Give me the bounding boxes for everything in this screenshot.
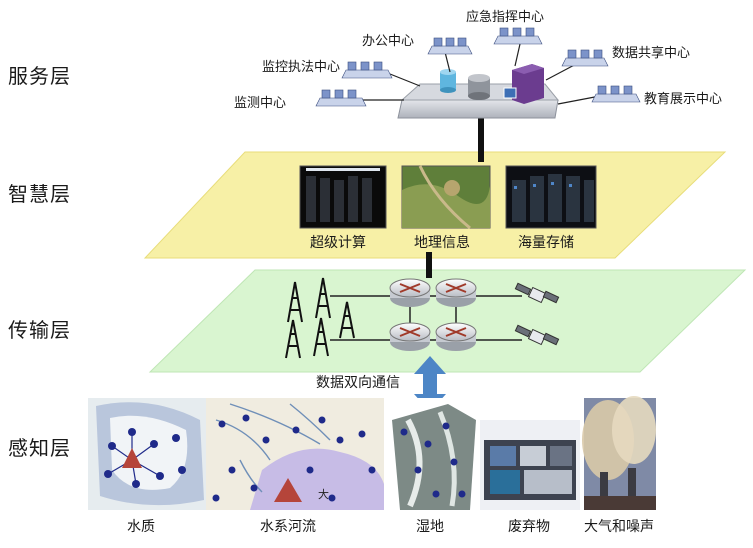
layer-label-sensing: 感知层 xyxy=(8,436,71,460)
map-mark-big: 大 xyxy=(318,487,329,501)
router-bottom-right xyxy=(435,322,477,351)
supercomputing-image xyxy=(299,165,387,229)
label-office-center: 办公中心 xyxy=(362,34,415,49)
computers-emergency xyxy=(493,27,543,45)
caption-supercomputing: 超级计算 xyxy=(310,235,366,251)
waste-photo xyxy=(480,420,580,510)
server-cylinder-gray xyxy=(468,74,490,100)
router-bottom-left xyxy=(389,322,431,351)
caption-rivers: 水系河流 xyxy=(260,519,316,535)
computers-office xyxy=(427,37,473,55)
computers-enforcement xyxy=(341,61,393,79)
router-top-left xyxy=(389,278,431,307)
caption-mass-storage: 海量存储 xyxy=(518,235,574,251)
satellite-bottom xyxy=(514,324,560,346)
mass-storage-image xyxy=(505,165,597,229)
computers-monitoring xyxy=(315,89,367,107)
caption-air-noise: 大气和噪声 xyxy=(584,519,654,535)
label-enforcement-center: 监控执法中心 xyxy=(262,60,341,75)
layer-label-smart: 智慧层 xyxy=(8,182,71,206)
service-links xyxy=(360,43,601,105)
air-noise-photo xyxy=(582,396,656,510)
cell-towers xyxy=(285,277,355,359)
label-emergency-center: 应急指挥中心 xyxy=(466,10,545,25)
caption-wetland: 湿地 xyxy=(416,519,444,535)
router-top-right xyxy=(435,278,477,307)
label-data-share-center: 数据共享中心 xyxy=(612,46,691,61)
caption-water-quality: 水质 xyxy=(127,519,155,535)
caption-bidirectional: 数据双向通信 xyxy=(316,375,400,391)
caption-waste: 废弃物 xyxy=(508,519,550,535)
service-platform xyxy=(397,99,559,119)
server-cylinder-blue xyxy=(440,69,456,93)
wetland-map xyxy=(386,398,478,510)
label-education-center: 教育展示中心 xyxy=(644,92,723,107)
geo-info-image xyxy=(401,165,491,230)
label-monitoring-center: 监测中心 xyxy=(234,96,287,111)
connector-service-smart xyxy=(478,112,484,162)
server-cabinet-purple xyxy=(503,64,544,104)
connector-smart-transport xyxy=(426,252,432,278)
layer-label-transport: 传输层 xyxy=(8,318,71,342)
computers-data-share xyxy=(561,49,609,67)
computers-education xyxy=(591,85,641,103)
layer-label-service: 服务层 xyxy=(8,64,71,88)
satellite-top xyxy=(514,282,560,304)
rivers-map xyxy=(206,398,384,510)
water-quality-map xyxy=(88,398,206,510)
caption-geo-info: 地理信息 xyxy=(414,235,470,251)
